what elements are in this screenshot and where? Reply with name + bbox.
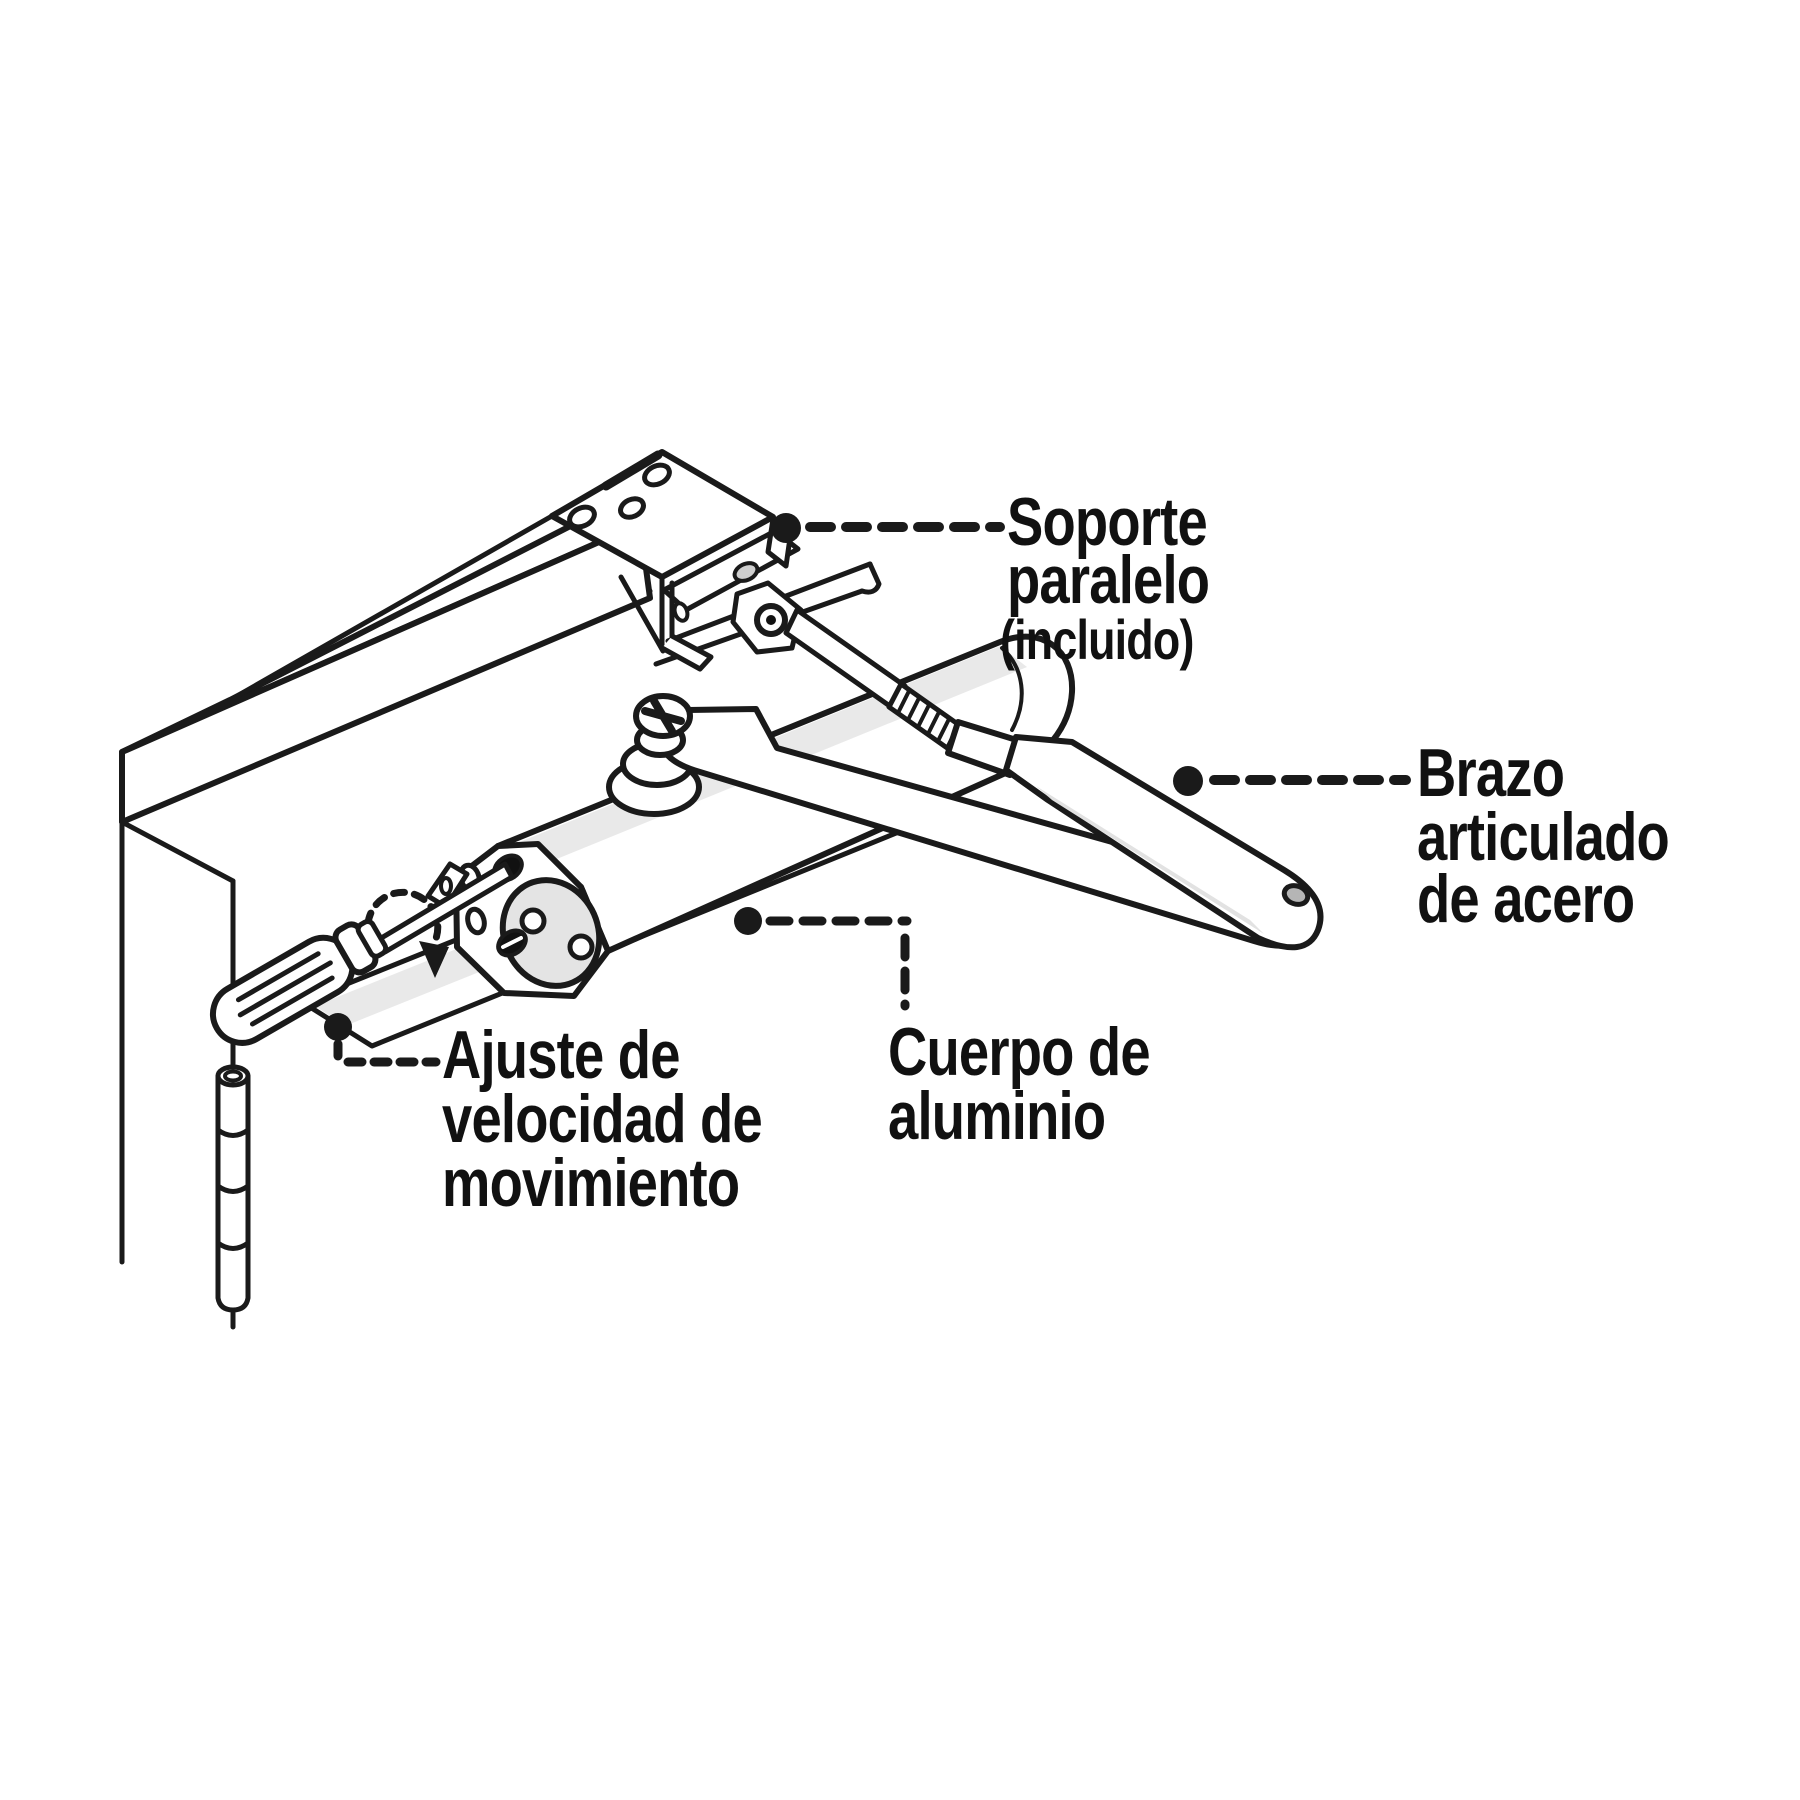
steel-arm-forearm xyxy=(730,580,1324,951)
parallel-bracket xyxy=(549,449,801,672)
label-ajuste-line1: Ajuste de xyxy=(442,1017,680,1093)
leader-cuerpo xyxy=(734,907,912,1011)
label-cuerpo-line1: Cuerpo de xyxy=(888,1014,1151,1090)
label-soporte-line1: Soporte xyxy=(1007,484,1208,560)
arm-end-hole xyxy=(1281,883,1311,907)
label-brazo-line3: de acero xyxy=(1417,861,1635,937)
label-brazo-line1: Brazo xyxy=(1417,735,1565,811)
leader-ajuste xyxy=(324,1013,441,1067)
label-ajuste-line3: movimiento xyxy=(442,1145,740,1221)
door-hinge xyxy=(215,1064,251,1330)
label-ajuste-line2: velocidad de xyxy=(442,1081,763,1157)
label-cuerpo-line2: aluminio xyxy=(888,1078,1106,1154)
leader-brazo xyxy=(1173,766,1411,796)
screwdriver xyxy=(210,861,515,1046)
label-soporte-line3: (incluido) xyxy=(1000,608,1194,671)
label-soporte-line2: paralelo xyxy=(1007,542,1210,618)
pinion-screw xyxy=(633,693,693,758)
label-brazo-line2: articulado xyxy=(1417,799,1670,875)
leader-soporte xyxy=(771,513,1005,543)
phillips-cross-icon xyxy=(641,697,685,735)
